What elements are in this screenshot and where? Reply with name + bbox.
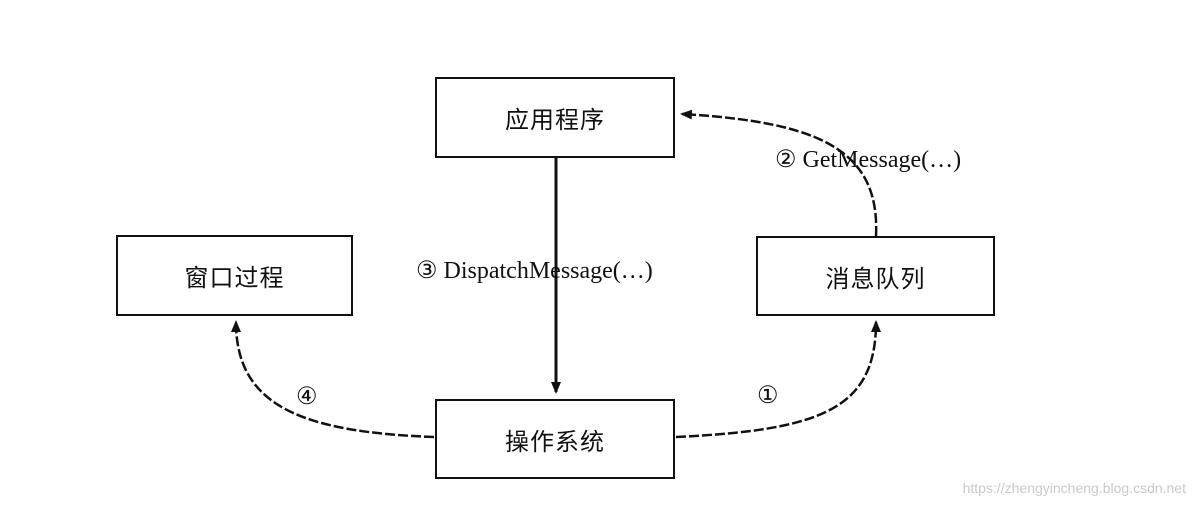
node-window-procedure: 窗口过程 bbox=[116, 235, 353, 316]
edge-post-to-queue bbox=[675, 320, 881, 439]
edge-label-step4: ④ bbox=[296, 384, 318, 410]
node-message-queue: 消息队列 bbox=[756, 236, 995, 316]
edge-label-step1: ① bbox=[757, 383, 779, 409]
node-window-procedure-label: 窗口过程 bbox=[184, 264, 285, 292]
node-application-label: 应用程序 bbox=[505, 106, 605, 134]
edge-label-dispatchmessage: ③ DispatchMessage(…) bbox=[416, 258, 653, 284]
watermark-text: https://zhengyincheng.blog.csdn.net bbox=[962, 480, 1186, 496]
edge-call-window-proc bbox=[231, 320, 435, 439]
node-operating-system-label: 操作系统 bbox=[505, 427, 605, 456]
edge-label-getmessage: ② GetMessage(…) bbox=[775, 147, 962, 173]
node-application: 应用程序 bbox=[435, 77, 675, 158]
edge-getmessage bbox=[680, 109, 878, 237]
node-message-queue-label: 消息队列 bbox=[825, 264, 926, 293]
node-operating-system: 操作系统 bbox=[435, 399, 675, 479]
